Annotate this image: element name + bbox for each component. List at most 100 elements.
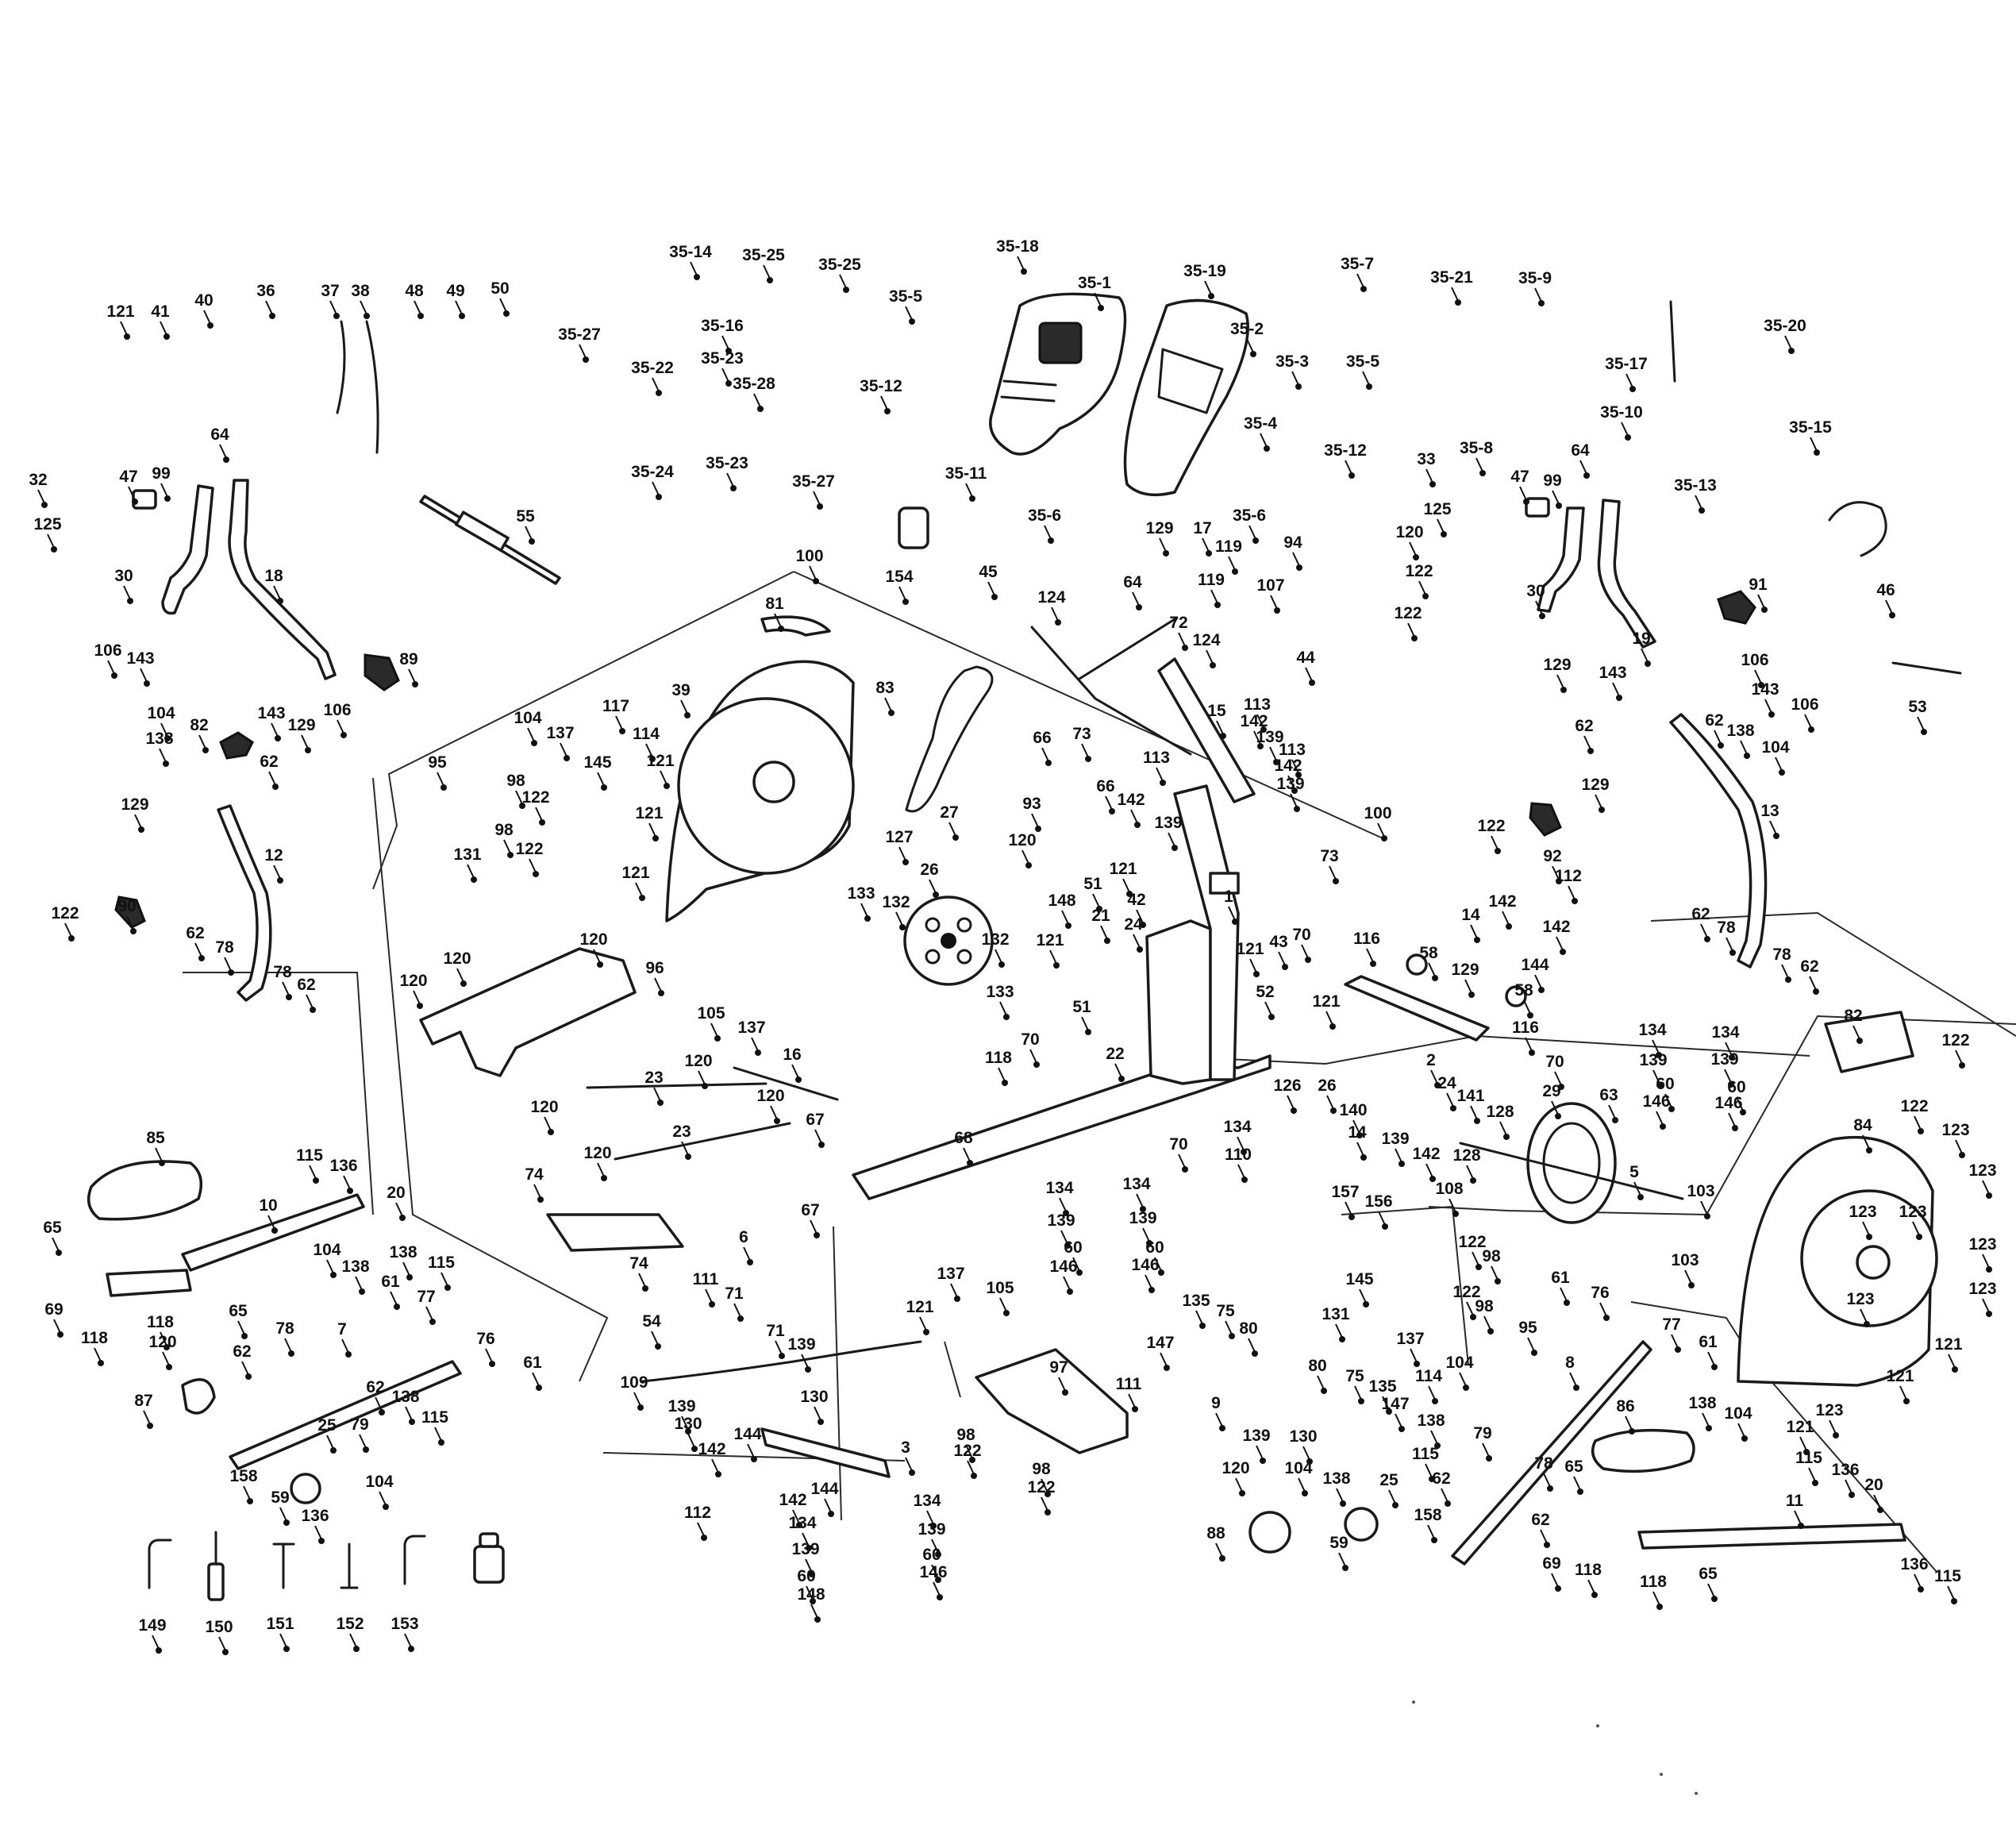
callout-dot [642, 1285, 648, 1292]
callout-leader [1784, 335, 1792, 350]
callout-dot [399, 1215, 406, 1221]
callout-leader [1228, 556, 1236, 571]
callout-leader [1246, 338, 1254, 353]
part-callout: 35-21 [1430, 268, 1473, 287]
part-callout: 122 [1405, 562, 1433, 580]
part-callout: 39 [671, 681, 690, 699]
callout-leader [1061, 910, 1069, 925]
callout-dot [1813, 988, 1819, 995]
part-callout: 139 [1381, 1130, 1409, 1148]
callout-leader [1470, 1105, 1478, 1120]
callout-dot [902, 859, 909, 865]
callout-dot [1329, 1023, 1336, 1030]
callout-dot [1445, 1500, 1451, 1507]
part-callout: 35-11 [945, 464, 987, 483]
callout-leader [1671, 1334, 1679, 1349]
callout-leader [593, 949, 601, 964]
part-callout: 135 [1368, 1377, 1396, 1396]
part-callout: 138 [1417, 1412, 1445, 1430]
callout-leader [532, 1372, 540, 1387]
part-callout: 41 [151, 302, 170, 321]
callout-dot [507, 852, 514, 858]
callout-leader [1556, 674, 1564, 689]
part-callout: 35-10 [1600, 403, 1643, 422]
callout-dot [1668, 1106, 1675, 1112]
callout-leader [47, 533, 55, 549]
part-callout: 77 [1662, 1315, 1680, 1334]
callout-dot [533, 871, 539, 877]
part-callout: 23 [644, 1069, 663, 1087]
callout-leader [1202, 537, 1210, 553]
callout-dot [429, 1319, 436, 1325]
part-callout: 35-6 [1233, 506, 1266, 525]
main-frame [852, 618, 1272, 1200]
part-callout: 78 [1717, 919, 1736, 937]
part-callout: 65 [1699, 1565, 1718, 1583]
part-callout: 82 [1844, 1007, 1862, 1025]
part-callout: 62 [1432, 1469, 1450, 1488]
callout-dot [657, 1100, 664, 1106]
part-callout: 13 [1760, 802, 1779, 820]
part-callout: 144 [1521, 956, 1549, 974]
part-callout: 120 [583, 1144, 611, 1162]
callout-leader [1427, 1524, 1435, 1539]
callout-dot [277, 877, 283, 884]
callout-dot [1866, 1147, 1872, 1154]
part-callout: 153 [391, 1615, 418, 1633]
callout-leader [224, 957, 232, 972]
part-callout: 80 [1239, 1319, 1257, 1338]
callout-leader [931, 1564, 939, 1579]
callout-leader [633, 1392, 641, 1407]
part-callout: 122 [1394, 604, 1422, 622]
callout-dot [1360, 286, 1367, 292]
callout-dot [359, 1288, 365, 1295]
part-callout: 15 [1207, 702, 1226, 720]
callout-dot [1140, 922, 1146, 928]
callout-dot [1699, 507, 1705, 514]
part-callout: 125 [1423, 500, 1451, 518]
callout-dot [1849, 1492, 1855, 1498]
callout-dot [1386, 1408, 1392, 1415]
callout-leader [1256, 1445, 1264, 1460]
part-callout: 71 [766, 1322, 785, 1340]
callout-dot [937, 1594, 943, 1600]
right-pedal-assembly [1451, 1340, 1906, 1566]
front-crossmember [760, 1427, 891, 1478]
callout-leader [525, 526, 533, 541]
part-callout: 120 [756, 1087, 784, 1105]
callout-leader [763, 264, 771, 279]
callout-leader [929, 879, 937, 894]
callout-dot [691, 1446, 698, 1452]
part-callout: 115 [421, 1408, 448, 1427]
callout-dot [379, 1409, 385, 1415]
callout-leader [774, 613, 782, 628]
callout-dot [1432, 1398, 1438, 1404]
part-callout: 158 [229, 1467, 257, 1485]
callout-leader [1132, 591, 1140, 607]
callout-leader [1441, 1488, 1449, 1503]
callout-leader [349, 1633, 357, 1648]
part-callout: 120 [579, 930, 607, 949]
callout-leader [1410, 1348, 1418, 1363]
callout-dot [1486, 1455, 1492, 1462]
callout-leader [948, 822, 956, 837]
callout-dot [288, 1350, 294, 1357]
part-callout: 134 [913, 1492, 941, 1510]
callout-leader [503, 839, 511, 854]
callout-dot [774, 1118, 780, 1124]
part-callout: 76 [476, 1330, 494, 1348]
part-callout: 58 [1419, 944, 1438, 962]
callout-leader [1947, 1585, 1955, 1600]
callout-dot [283, 1646, 290, 1652]
part-callout: 138 [1688, 1394, 1716, 1412]
part-callout: 129 [1581, 776, 1609, 794]
callout-dot [223, 456, 229, 463]
part-callout: 111 [1116, 1375, 1142, 1393]
callout-dot [1959, 1062, 1965, 1069]
callout-leader [1736, 1096, 1744, 1111]
part-callout: 94 [1283, 533, 1302, 552]
part-callout: 84 [1853, 1116, 1872, 1134]
callout-dot [1555, 1113, 1561, 1119]
callout-leader [1534, 287, 1542, 302]
callout-dot [1452, 1211, 1459, 1217]
